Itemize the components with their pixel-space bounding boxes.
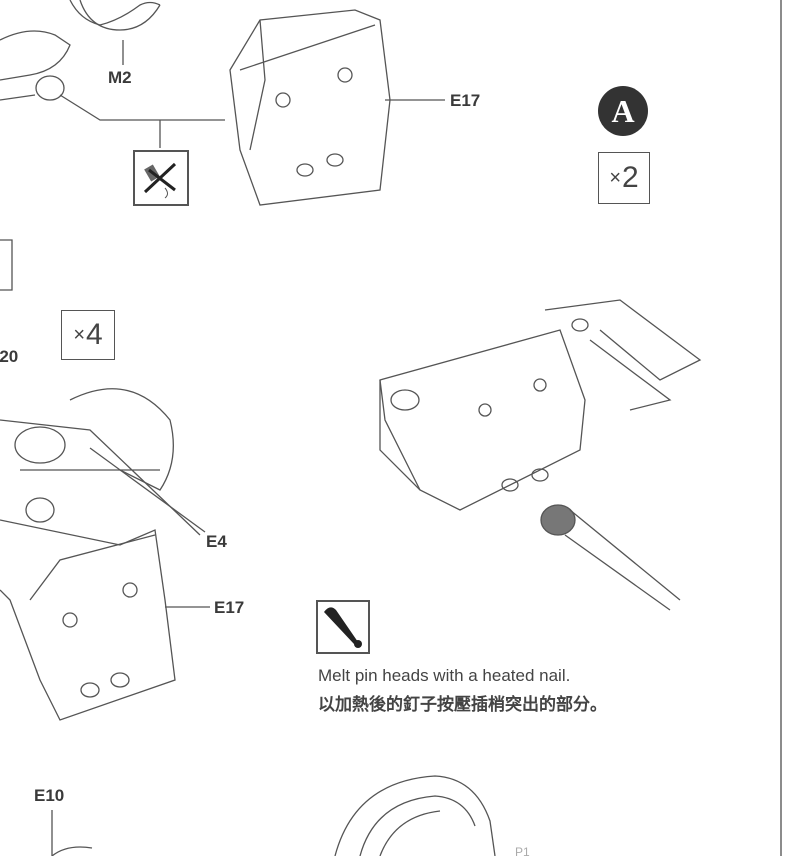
multiplier-count: 2 (622, 161, 639, 194)
multiplier-count: 4 (86, 318, 103, 351)
bracket-left-drawing (0, 388, 201, 721)
spring-drawing (0, 0, 161, 101)
step-badge: A (598, 86, 648, 136)
multiply-sign: × (73, 323, 85, 346)
part-label-e10: E10 (34, 786, 65, 805)
wheel-drawing (334, 775, 496, 856)
assembled-view-drawing (379, 299, 702, 611)
quantity-multiplier-top: ×2 (598, 152, 650, 204)
multiply-sign: × (609, 166, 621, 189)
note-chinese: 以加熱後的釘子按壓插梢突出的部分。 (318, 695, 607, 714)
no-glue-icon (133, 150, 189, 206)
quantity-multiplier-left: ×4 (61, 310, 115, 360)
part-label-m2: M2 (108, 68, 132, 87)
bracket-top-drawing (229, 9, 391, 206)
part-label-e17-mid: E17 (214, 598, 245, 617)
svg-text:P1: P1 (515, 845, 530, 856)
part-label-e4: E4 (206, 532, 227, 551)
note-english: Melt pin heads with a heated nail. (318, 666, 571, 685)
heated-nail-icon (316, 600, 370, 654)
part-label-e20: E20 (0, 347, 19, 366)
part-label-e17-top: E17 (450, 91, 481, 110)
